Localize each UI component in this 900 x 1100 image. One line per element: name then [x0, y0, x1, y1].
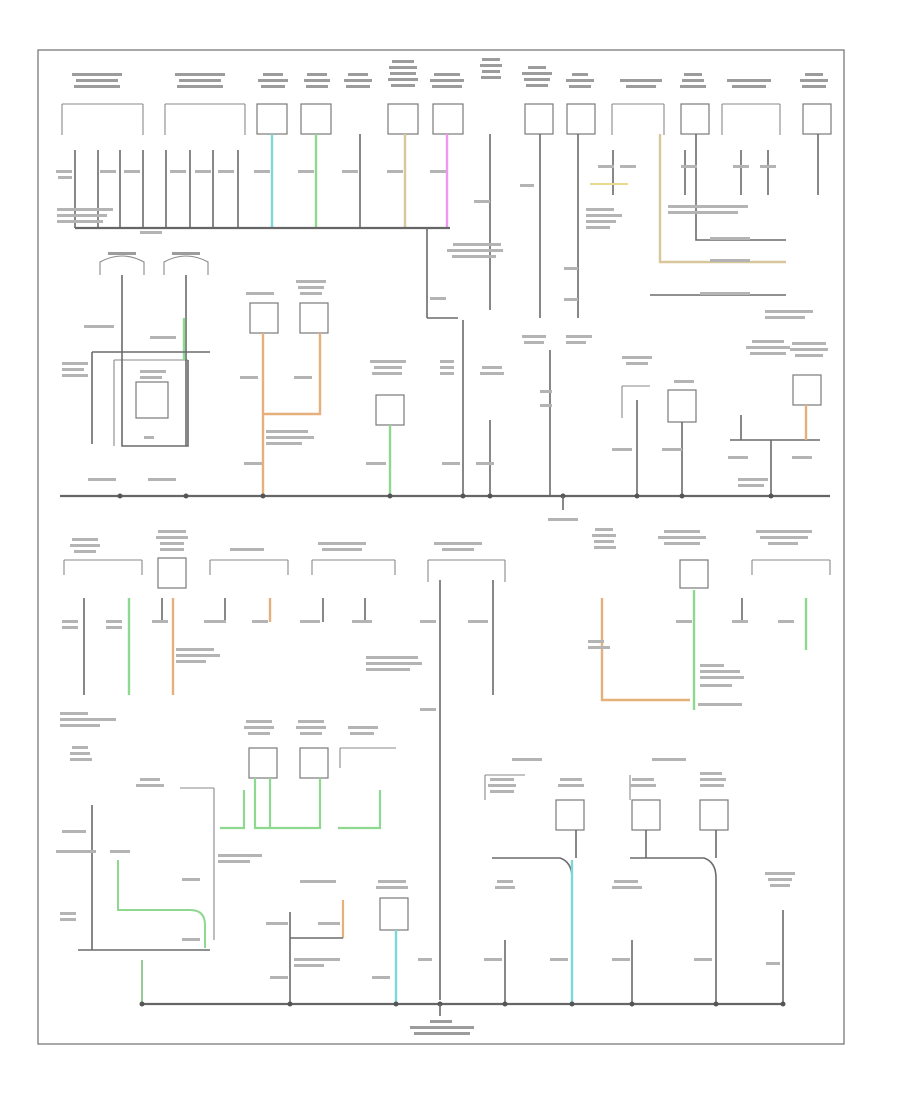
diagram-frame	[37, 49, 845, 1045]
second-section	[60, 252, 830, 521]
third-section	[60, 528, 831, 1000]
bottom-section	[56, 720, 795, 1035]
top-row-labels	[72, 58, 828, 88]
top-row-small-labels	[56, 165, 813, 319]
top-row-section	[56, 58, 832, 319]
